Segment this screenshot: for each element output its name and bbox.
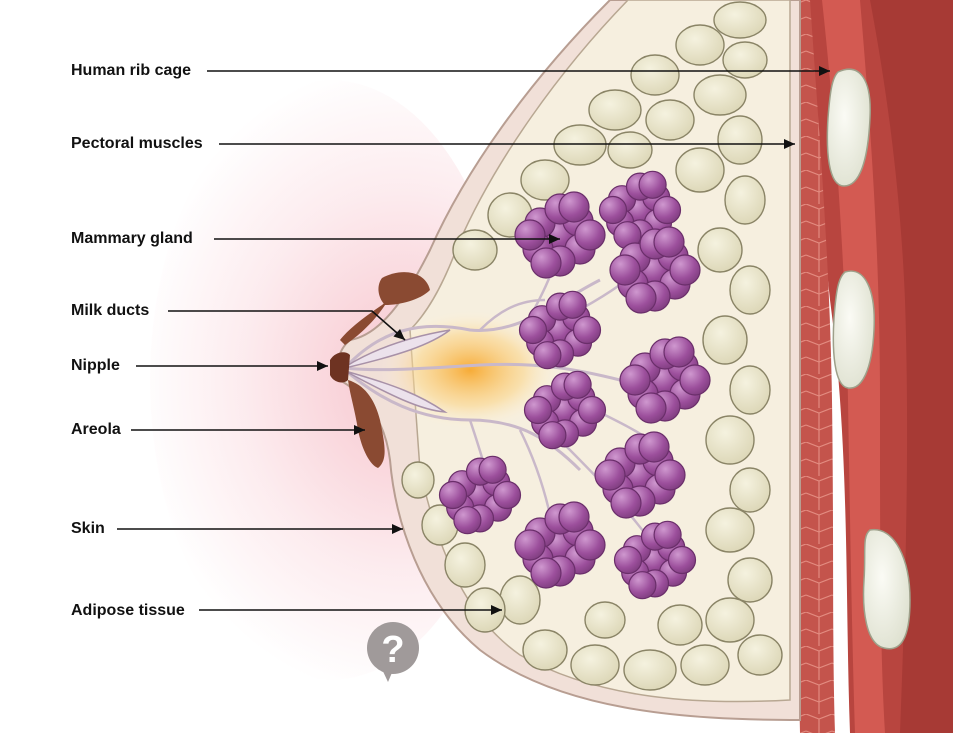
rib-cage [826, 68, 911, 650]
arrowhead-icon [392, 524, 403, 534]
label-human-rib-cage: Human rib cage [71, 62, 192, 79]
gland-lobule [438, 455, 522, 535]
question-mark-logo-icon: ? [367, 622, 419, 682]
nipple [330, 352, 350, 383]
gland-lobule [514, 501, 606, 589]
gland-lobule [523, 370, 607, 450]
svg-text:?: ? [381, 629, 404, 671]
gland-lobule [613, 520, 697, 600]
label-skin: Skin [71, 520, 105, 537]
milk-ducts [343, 244, 651, 541]
label-mammary-gland: Mammary gland [71, 230, 193, 247]
label-milk-ducts: Milk ducts [71, 302, 150, 319]
label-adipose-tissue: Adipose tissue [71, 602, 185, 619]
label-pectoral-muscles: Pectoral muscles [71, 135, 203, 152]
areola [340, 272, 430, 468]
adipose-tissue [401, 1, 783, 691]
arrowhead-icon [549, 234, 560, 244]
mammary-gland [438, 170, 711, 600]
label-nipple: Nipple [71, 357, 120, 374]
gland-lobule [514, 191, 606, 279]
gland-lobule [594, 431, 686, 519]
gland-lobule [619, 336, 711, 424]
pointer-line [168, 310, 406, 341]
arrowhead-icon [354, 425, 365, 435]
arrowhead-icon [784, 139, 795, 149]
gland-lobule [609, 226, 701, 314]
arrowhead-icon [393, 328, 405, 340]
label-areola: Areola [71, 421, 121, 438]
gland-lobule [518, 290, 602, 370]
arrowhead-icon [491, 605, 502, 615]
arrowhead-icon [819, 66, 830, 76]
label-pointers [117, 66, 830, 615]
arrowhead-icon [317, 361, 328, 371]
